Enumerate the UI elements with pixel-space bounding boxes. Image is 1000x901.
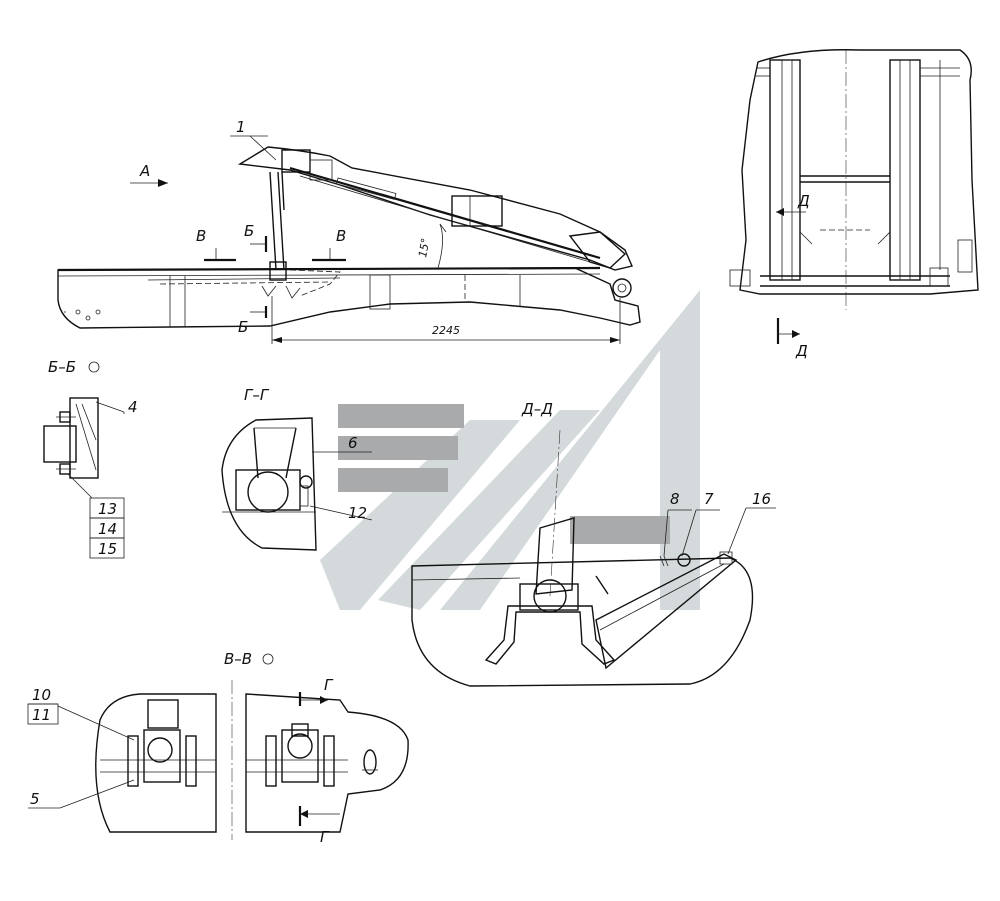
main-side-view: А В В Б Б 15° 2245 1 [57, 118, 641, 344]
callout-6: 6 [348, 434, 358, 452]
section-bb: Б–Б 4 13 14 15 [43, 358, 138, 559]
view-arrow-label: А [139, 162, 150, 180]
callout-1: 1 [236, 118, 246, 136]
section-dd: Д–Д 8 7 16 [411, 400, 776, 687]
callout-15: 15 [98, 540, 117, 558]
section-d-label-top: Д [797, 192, 810, 210]
section-gg: Г–Г 6 12 [221, 386, 373, 551]
angle-label: 15° [416, 237, 432, 258]
cut-g-label-top: Г [324, 676, 334, 694]
section-v-label-right: В [336, 227, 346, 245]
callout-13: 13 [98, 500, 117, 518]
callout-5: 5 [30, 790, 40, 808]
section-d-label-bottom: Д [795, 342, 808, 360]
callout-7: 7 [704, 490, 714, 508]
callout-14: 14 [98, 520, 117, 538]
cut-g-label-bottom: Г [320, 828, 330, 846]
callout-12: 12 [348, 504, 367, 522]
section-gg-title: Г–Г [244, 386, 270, 404]
section-v-label-left: В [196, 227, 206, 245]
callout-10: 10 [32, 686, 51, 704]
callout-4: 4 [128, 398, 138, 416]
callout-8: 8 [670, 490, 680, 508]
section-b-label-bottom: Б [238, 318, 248, 336]
section-vv-title: В–В [224, 650, 252, 668]
dimension-label: 2245 [432, 324, 460, 337]
rear-view: Д Д [729, 49, 979, 360]
callout-11: 11 [32, 706, 51, 724]
section-bb-title: Б–Б [48, 358, 76, 376]
section-b-label-top: Б [244, 222, 254, 240]
section-dd-title: Д–Д [521, 400, 553, 418]
watermark-logo [320, 290, 700, 610]
callout-16: 16 [752, 490, 771, 508]
section-vv: В–В Г Г 10 11 5 [27, 650, 409, 846]
